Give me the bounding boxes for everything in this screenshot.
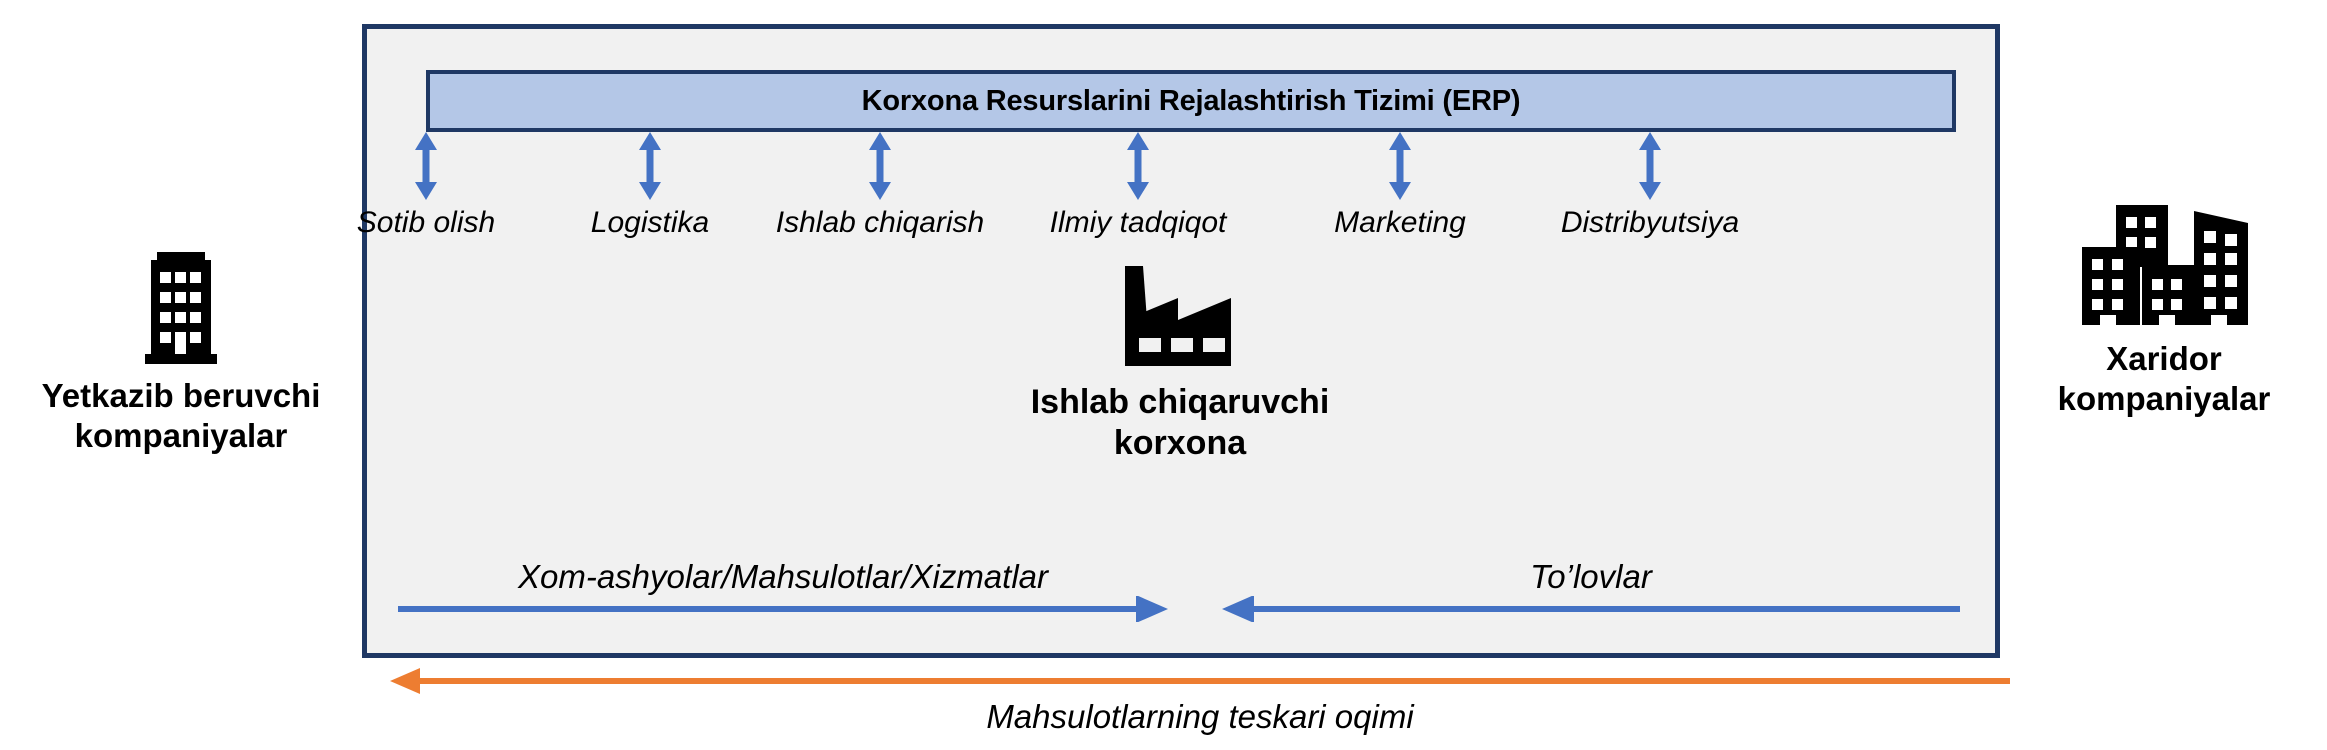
department-distribyutsiya[interactable]: Distribyutsiya	[1520, 132, 1780, 240]
department-sotib-olish[interactable]: Sotib olish	[296, 132, 556, 240]
left-arrow-icon	[390, 668, 2010, 694]
erp-banner-label: Korxona Resurslarini Rejalashtirish Tizi…	[861, 84, 1521, 117]
double-vertical-arrow-icon	[639, 132, 661, 200]
department-label: Ishlab chiqarish	[775, 206, 985, 239]
reverse-flow[interactable]: Mahsulotlarning teskari oqimi	[390, 668, 2010, 736]
department-label: Logistika	[590, 206, 710, 239]
payments-flow-label: To’lovlar	[1530, 558, 1652, 595]
goods-flow-label: Xom-ashyolar/Mahsulotlar/Xizmatlar	[517, 558, 1048, 595]
department-label: Sotib olish	[356, 206, 496, 239]
double-vertical-arrow-icon	[1127, 132, 1149, 200]
buyer-label: Xaridor kompaniyalar	[2057, 340, 2271, 418]
supplier-node[interactable]: Yetkazib beruvchi kompaniyalar	[10, 252, 352, 457]
department-label: Ilmiy tadqiqot	[1049, 206, 1227, 239]
reverse-flow-label: Mahsulotlarning teskari oqimi	[986, 698, 1414, 735]
factory-icon	[1125, 266, 1231, 366]
city-buildings-icon	[2082, 205, 2248, 327]
double-vertical-arrow-icon	[1389, 132, 1411, 200]
payments-flow[interactable]: To’lovlar	[1222, 558, 1960, 622]
buyer-node[interactable]: Xaridor kompaniyalar	[2008, 205, 2320, 420]
department-label: Marketing	[1334, 206, 1466, 239]
department-marketing[interactable]: Marketing	[1270, 132, 1530, 240]
erp-system-banner[interactable]: Korxona Resurslarini Rejalashtirish Tizi…	[426, 70, 1956, 132]
goods-flow[interactable]: Xom-ashyolar/Mahsulotlar/Xizmatlar	[398, 558, 1168, 622]
double-vertical-arrow-icon	[869, 132, 891, 200]
department-label: Distribyutsiya	[1560, 206, 1740, 239]
manufacturer-node[interactable]: Ishlab chiqaruvchi korxona	[1020, 262, 1340, 465]
left-arrow-icon	[1222, 596, 1960, 622]
supplier-label: Yetkazib beruvchi kompaniyalar	[41, 377, 321, 455]
single-building-icon	[145, 252, 217, 364]
department-logistika[interactable]: Logistika	[520, 132, 780, 240]
manufacturer-label: Ishlab chiqaruvchi korxona	[1030, 383, 1330, 463]
double-vertical-arrow-icon	[1639, 132, 1661, 200]
department-ishlab-chiqarish[interactable]: Ishlab chiqarish	[750, 132, 1010, 240]
department-ilmiy-tadqiqot[interactable]: Ilmiy tadqiqot	[1008, 132, 1268, 240]
double-vertical-arrow-icon	[415, 132, 437, 200]
right-arrow-icon	[398, 596, 1168, 622]
